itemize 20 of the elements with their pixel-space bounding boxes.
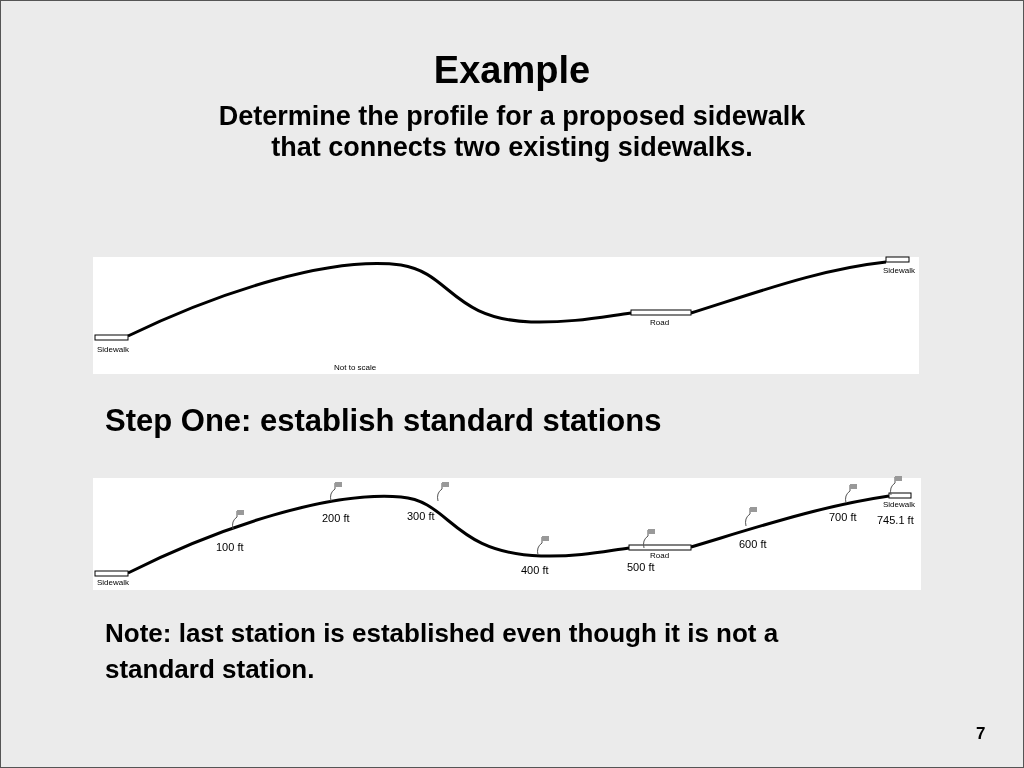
station-label: 400 ft (521, 564, 549, 577)
note-text: Note: last station is established even though it is not a standard station. (105, 617, 780, 687)
station-label: 745.1 ft (877, 514, 914, 527)
part-label: Sidewalk (883, 500, 915, 510)
part-label: Sidewalk (97, 345, 129, 355)
part-label: Sidewalk (97, 578, 129, 588)
part-label: Sidewalk (883, 266, 915, 276)
station-label: 100 ft (216, 541, 244, 554)
part-label: Road (650, 318, 670, 328)
subtitle: Determine the profile for a proposed sidewalk that connects two existing sidewalks. (217, 101, 807, 164)
step-heading: Step One: establish standard stations (105, 403, 662, 439)
slide-title: Example (432, 49, 592, 93)
note-text: Not to scale (334, 363, 377, 373)
station-label: 500 ft (627, 561, 655, 574)
part-label: Road (650, 551, 670, 561)
station-label: 700 ft (829, 511, 857, 524)
page-number: 7 (976, 724, 986, 744)
station-label: 600 ft (739, 538, 767, 551)
station-label: 200 ft (322, 512, 350, 525)
station-label: 300 ft (407, 510, 435, 523)
